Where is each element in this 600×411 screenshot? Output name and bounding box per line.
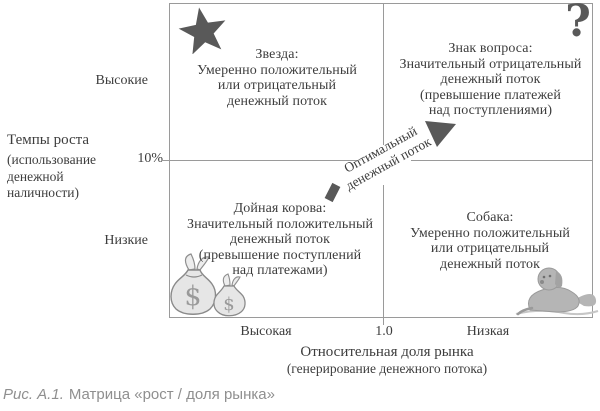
dollar-sign: $	[184, 281, 201, 312]
y-axis-tick	[161, 160, 169, 161]
quadrant-star-line: или отрицательный	[217, 78, 337, 93]
y-axis-title-main: Темпы роста	[7, 132, 90, 148]
x-axis-tick-label-1-0: 1.0	[375, 324, 393, 339]
dollar-sign: $	[223, 294, 234, 315]
quadrant-dog-line: денежный поток	[439, 256, 541, 272]
vertical-divider-bottom-segment	[383, 185, 384, 318]
quadrant-star-line: Умеренно положительный	[197, 62, 357, 78]
quadrant-cow-line: денежный поток	[229, 232, 331, 247]
caption-text: Матрица «рост / доля рынка»	[68, 386, 275, 403]
y-axis-subtitle-line: денежной	[7, 168, 64, 184]
quadrant-question-line: над поступлениями)	[428, 103, 553, 118]
x-axis-label-high: Высокая	[240, 324, 292, 339]
y-axis-subtitle-line: наличности)	[7, 185, 80, 200]
y-axis-label-high: Высокие	[95, 73, 148, 88]
quadrant-cow-line: (превышение поступлений	[198, 247, 362, 263]
quadrant-cow-line: Дойная корова:	[233, 201, 327, 216]
quadrant-cow-line: Значительный положительный	[186, 216, 374, 232]
y-axis-label-low: Низкие	[104, 233, 148, 248]
quadrant-question-line: денежный поток	[440, 72, 541, 87]
quadrant-dog-line: или отрицательный	[430, 241, 550, 256]
quadrant-question-line: (превышение платежей	[420, 87, 561, 103]
y-axis-title: Темпы роста (использование денежной нали…	[7, 132, 127, 202]
quadrant-dog-line: Умеренно положительный	[410, 225, 570, 241]
caption-figure-number: Рис. А.1.	[3, 386, 64, 403]
horizontal-divider-left-segment	[170, 160, 357, 161]
quadrant-dog-line: Собака:	[466, 210, 514, 225]
quadrant-star-text: Звезда: Умеренно положительный или отриц…	[170, 47, 384, 109]
figure-caption: Рис. А.1.Матрица «рост / доля рынка»	[3, 386, 423, 403]
quadrant-star-line: Звезда:	[255, 47, 299, 62]
quadrant-question-line: Знак вопроса:	[448, 41, 533, 56]
quadrant-question-text: Знак вопроса: Значительный отрицательный…	[389, 41, 592, 119]
arrowhead-icon	[425, 121, 456, 147]
vertical-divider-top-segment	[383, 4, 384, 145]
money-bags-icon: $ $	[170, 253, 246, 317]
question-mark-icon: ?	[565, 0, 591, 47]
y-axis-subtitle-line: (использование	[7, 152, 97, 167]
star-icon	[178, 7, 226, 54]
x-axis-tick	[383, 318, 384, 325]
x-axis-title: Относительная доля рынка	[300, 344, 474, 360]
horizontal-divider-right-segment	[411, 160, 593, 161]
x-axis-subtitle: (генерирование денежного потока)	[286, 361, 488, 376]
y-axis-tick-label-10-percent: 10%	[137, 151, 163, 166]
quadrant-cow-line: над платежами)	[232, 263, 328, 278]
x-axis-label-low: Низкая	[466, 324, 510, 339]
quadrant-cow-text: Дойная корова: Значительный положительны…	[170, 201, 390, 279]
quadrant-dog-text: Собака: Умеренно положительный или отриц…	[388, 210, 592, 272]
quadrant-question-line: Значительный отрицательный	[399, 56, 582, 72]
quadrant-star-line: денежный поток	[226, 93, 328, 109]
dog-icon	[515, 267, 599, 316]
